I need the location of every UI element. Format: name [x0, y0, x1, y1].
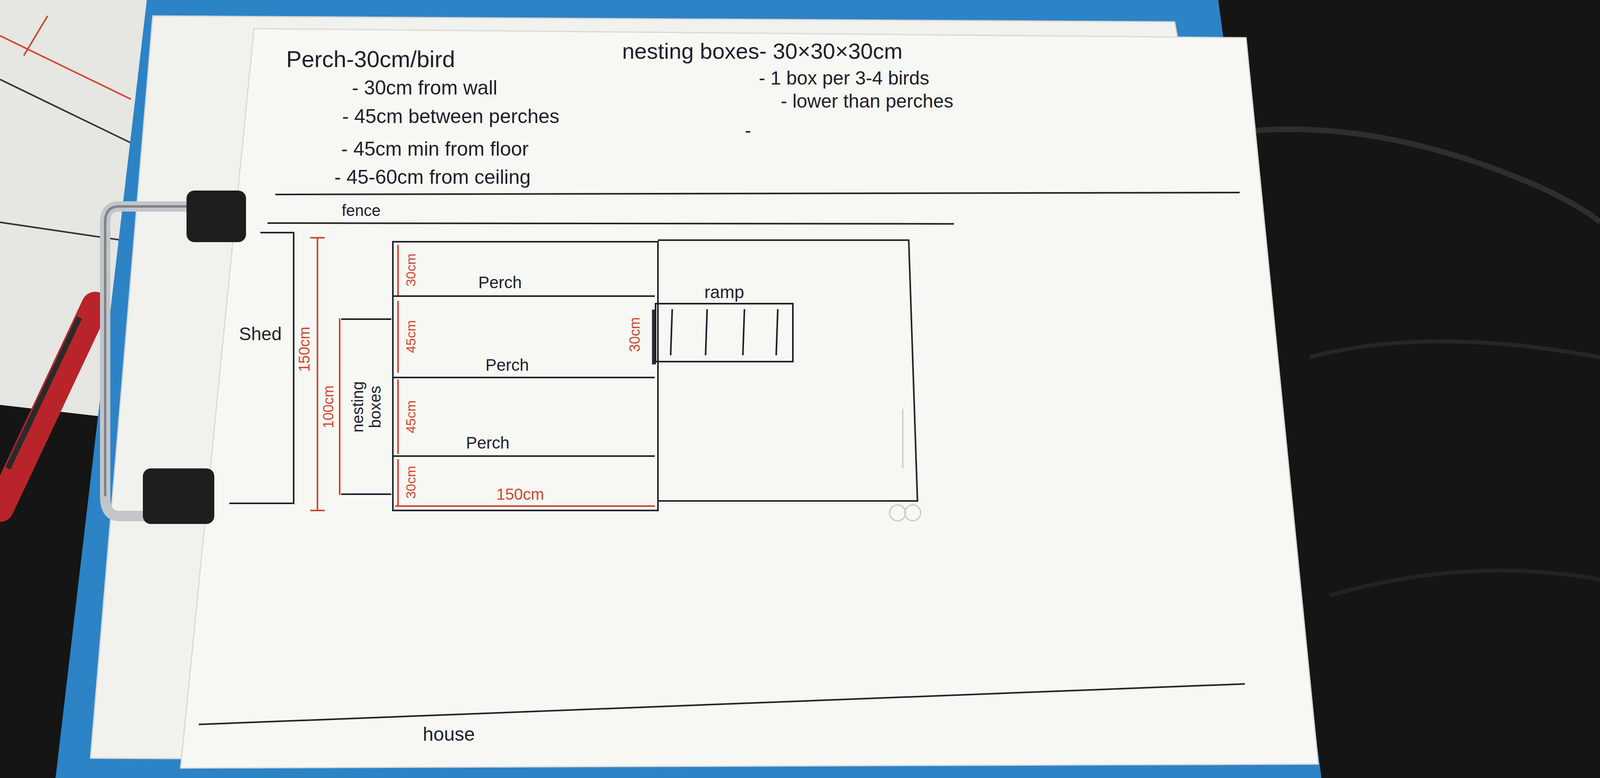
fence-line	[267, 223, 954, 224]
note-text: - 45cm min from floor	[341, 138, 529, 160]
note-heading: nesting boxes- 30×30×30cm	[622, 38, 903, 64]
node-heading: ramp	[704, 282, 745, 302]
dimension-label-holder: 30cm	[626, 317, 643, 352]
run-outline	[657, 240, 918, 501]
note-text: - 30cm from wall	[351, 76, 498, 99]
clip-cap	[186, 190, 247, 243]
dimension-label: 30cm	[626, 317, 643, 352]
dimension-label: 45cm	[403, 400, 419, 433]
note-text: - 45-60cm from ceiling	[334, 166, 531, 189]
sketch-line	[23, 15, 48, 56]
note-text: -	[744, 120, 752, 142]
note-heading-holder: nesting boxes- 30×30×30cm	[622, 38, 903, 64]
couch-fold	[1309, 341, 1600, 358]
perch-label: Perch	[485, 355, 529, 375]
area-label: Shed	[238, 323, 282, 345]
perch-label: Perch	[478, 273, 522, 292]
dimension-label: 150cm	[296, 326, 314, 372]
dimension-line	[395, 505, 655, 507]
note-heading-holder: Perch-30cm/bird	[286, 46, 455, 72]
area-label-holder: fence	[341, 201, 381, 220]
dimension-label-holder: 30cm	[403, 253, 419, 287]
note-text-holder: - 1 box per 3-4 birds	[758, 67, 930, 89]
perch-label-holder: Perch	[478, 273, 522, 292]
area-label-holder: Shed	[238, 323, 282, 345]
clip-wire-edge	[105, 206, 223, 497]
dimension-label-holder: 45cm	[403, 319, 419, 353]
perch-line	[392, 376, 655, 379]
perch-label-holder: Perch	[485, 355, 529, 375]
faint-mark	[902, 408, 904, 469]
faint-mark	[904, 504, 921, 521]
ramp-box: ramp	[654, 302, 794, 363]
hatch-line	[670, 309, 673, 356]
dimension-label-holder: 100cm	[320, 385, 337, 429]
couch-fold	[1329, 570, 1600, 596]
note-text: - 45cm between perches	[342, 105, 560, 128]
dimension-label-holder: 150cm	[296, 326, 314, 372]
note-text: - 1 box per 3-4 birds	[758, 67, 930, 89]
pen	[0, 305, 96, 508]
dimension-label: 45cm	[403, 319, 419, 353]
dimension-line	[397, 244, 399, 506]
house-line	[198, 683, 1245, 725]
ramp-hatching	[656, 304, 793, 361]
area-label: fence	[341, 201, 381, 220]
perch-label-holder: Perch	[465, 433, 510, 452]
node-heading-holder: ramp	[656, 282, 793, 305]
note-heading: Perch-30cm/bird	[286, 46, 455, 72]
dimension-label-holder: 45cm	[403, 400, 419, 433]
hatch-line	[776, 309, 778, 356]
note-text-holder: - lower than perches	[780, 90, 954, 112]
area-label-holder: house	[423, 723, 475, 745]
note-text-holder: - 45cm between perches	[342, 105, 560, 128]
note-text-holder: - 30cm from wall	[351, 76, 498, 99]
node-label: nesting boxes	[348, 367, 384, 447]
nesting-box: nesting boxes	[341, 318, 392, 495]
separator-line	[275, 192, 1240, 195]
note-text-holder: -	[744, 120, 752, 142]
note-text-holder: - 45cm min from floor	[341, 138, 529, 160]
faint-mark	[889, 504, 906, 521]
sketch-line	[0, 79, 131, 143]
note-text: - lower than perches	[780, 90, 954, 112]
hatch-line	[705, 309, 708, 356]
pen-stripe	[7, 317, 80, 469]
clip-cap	[142, 468, 215, 524]
clipboard	[55, 0, 1322, 778]
dimension-line	[338, 318, 341, 495]
dimension-label: 100cm	[320, 385, 337, 429]
note-text-holder: - 45-60cm from ceiling	[334, 166, 531, 189]
shed-outline	[229, 232, 294, 504]
dimension-label-holder: 30cm	[403, 465, 419, 499]
dimension-label: 150cm	[496, 485, 545, 503]
area-label: house	[423, 723, 475, 745]
dimension-line	[310, 237, 325, 511]
couch-fold	[1250, 129, 1600, 223]
dimension-label-holder: 150cm	[496, 485, 545, 503]
hatch-line	[742, 309, 745, 356]
paper-sheet	[180, 28, 1319, 768]
perch-line	[392, 455, 655, 457]
dimension-label: 30cm	[403, 253, 419, 287]
coop-outline	[392, 241, 658, 511]
dimension-label: 30cm	[403, 465, 419, 499]
perch-label: Perch	[465, 433, 510, 452]
perch-line	[392, 295, 655, 297]
sketch-line	[0, 222, 135, 243]
